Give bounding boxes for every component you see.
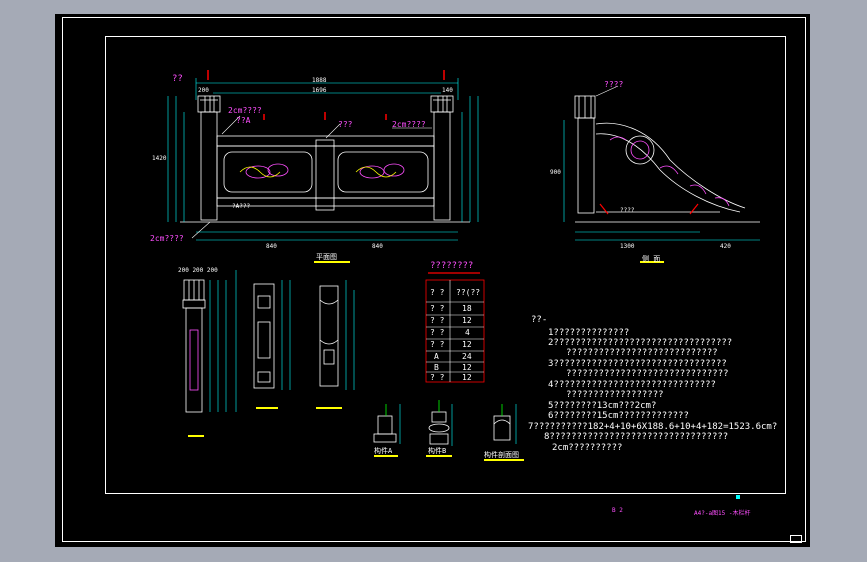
small-parts [373, 400, 524, 461]
side-elevation [563, 85, 760, 263]
front-label-sub: ?A??? [232, 203, 251, 210]
inner-frame [105, 36, 786, 494]
table-cell: 24 [462, 352, 472, 361]
table-cell: 4 [465, 328, 470, 337]
note-line: 1?????????????? [548, 328, 630, 338]
front-label-2cm-top: 2cm???? [228, 106, 262, 115]
part-b-label: 构件B [428, 447, 447, 455]
outer-frame [62, 17, 806, 542]
front-label-a: ??A [236, 116, 251, 125]
side-note: ???? [620, 207, 635, 214]
note-line: 3???????????????????????????????? [548, 359, 727, 369]
part-a-label: 构件A [374, 447, 393, 455]
drawing-sheet [55, 14, 810, 547]
table-cell: ? ? [430, 373, 445, 382]
note-line: 2cm?????????? [552, 443, 623, 453]
title-block-left: B 2 [612, 507, 623, 514]
note-line: ?????????????????? [566, 390, 664, 400]
front-elevation [167, 70, 479, 263]
note-line: 4?????????????????????????????? [548, 380, 716, 390]
note-line: 5????????13cm???2cm? [548, 401, 657, 411]
front-view-label: 平面图 [316, 253, 337, 261]
table-cell: 12 [462, 363, 472, 372]
table-header-1: ? ? [430, 288, 445, 297]
table-cell: ? ? [430, 328, 445, 337]
table-cell: ? ? [430, 340, 445, 349]
note-line: 8????????????????????????????????? [544, 432, 729, 442]
table-cell: 12 [462, 340, 472, 349]
post-detail-top-dim: 200 200 200 [178, 267, 218, 274]
front-left-mark: ?? [172, 74, 183, 84]
front-label-2cm-right: 2cm???? [392, 120, 426, 129]
table-title: ???????? [430, 261, 474, 271]
table-cell: 12 [462, 373, 472, 382]
note-line: ???????????????????????????? [566, 348, 718, 358]
front-bottom-dim-left: 840 [266, 243, 277, 250]
notes-heading: ??- [531, 315, 548, 325]
marker-square [736, 495, 740, 499]
side-bottom-right-dim: 420 [720, 243, 731, 250]
front-label-2cm-bottom: 2cm???? [150, 234, 184, 243]
section-label: 构件剖面图 [484, 451, 519, 459]
table-cell: ? ? [430, 304, 445, 313]
schedule-table [425, 272, 485, 383]
table-cell: 18 [462, 304, 472, 313]
side-height-dim: 900 [550, 169, 561, 176]
table-header-2: ??(?? [456, 288, 481, 297]
side-bottom-total-dim: 1300 [620, 243, 635, 250]
corner-mark [790, 535, 802, 543]
side-top-mark: ???? [604, 80, 624, 89]
post-details [182, 270, 355, 437]
note-line: 2????????????????????????????????? [548, 338, 733, 348]
note-line: ?????????????????????????????? [566, 369, 729, 379]
front-height-dim: 1420 [152, 155, 167, 162]
front-top-total-dim: 1888 [312, 77, 327, 84]
front-top-inner-dim: 1696 [312, 87, 327, 94]
table-cell: 12 [462, 316, 472, 325]
note-line: 7??????????182+4+10+6X188.6+10+4+182=152… [528, 422, 778, 432]
side-view-label: 侧 面 [642, 255, 661, 263]
title-block-right: A4?-a图15 -木栏杆 [694, 510, 751, 517]
front-bottom-dim-right: 840 [372, 243, 383, 250]
table-cell: A [434, 352, 439, 361]
front-label-mid: ??? [338, 120, 353, 129]
front-post-dim-a: 200 [198, 87, 209, 94]
front-post-dim-b: 140 [442, 87, 453, 94]
table-cell: B [434, 363, 439, 372]
table-cell: ? ? [430, 316, 445, 325]
note-line: 6????????15cm????????????? [548, 411, 689, 421]
